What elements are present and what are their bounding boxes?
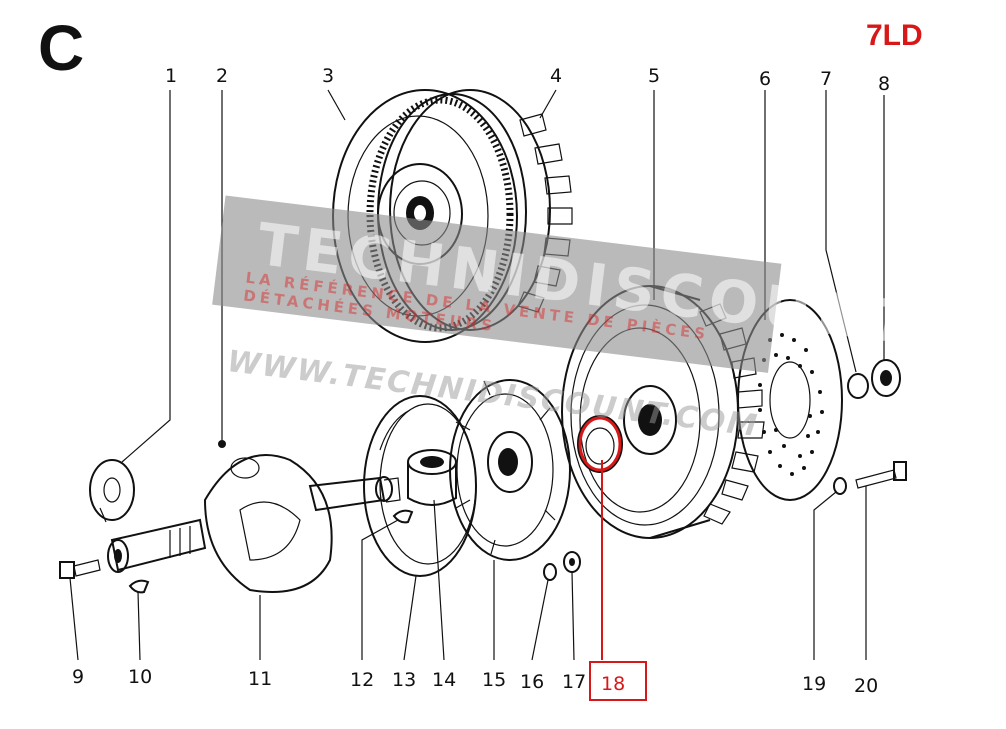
section-letter: C bbox=[38, 12, 84, 84]
callout-2: 2 bbox=[216, 65, 228, 87]
nut-17-drawing bbox=[563, 551, 581, 573]
seal-18-drawing bbox=[577, 415, 623, 473]
callout-5: 5 bbox=[648, 65, 660, 87]
callout-9: 9 bbox=[72, 666, 84, 688]
nut-8-drawing bbox=[871, 359, 901, 397]
callout-19: 19 bbox=[802, 673, 826, 695]
callout-18: 18 bbox=[601, 673, 625, 695]
bushing-drawing bbox=[407, 449, 457, 506]
callout-3: 3 bbox=[322, 65, 334, 87]
callout-16: 16 bbox=[520, 671, 544, 693]
watermark-band bbox=[212, 195, 782, 373]
washer-16-drawing bbox=[543, 563, 557, 581]
bolt-20-drawing bbox=[855, 461, 907, 489]
callout-14: 14 bbox=[432, 669, 456, 691]
callout-13: 13 bbox=[392, 669, 416, 691]
model-tag: 7LD bbox=[866, 19, 923, 52]
screw-9-drawing bbox=[59, 559, 101, 579]
callout-1: 1 bbox=[165, 65, 177, 87]
callout-11: 11 bbox=[248, 668, 272, 690]
callout-20: 20 bbox=[854, 675, 878, 697]
callout-4: 4 bbox=[550, 65, 562, 87]
pin-2-drawing bbox=[218, 440, 226, 448]
highlight-ring-18 bbox=[578, 416, 622, 472]
callout-7: 7 bbox=[820, 68, 832, 90]
washer-7-drawing bbox=[847, 373, 869, 399]
washer-1-drawing bbox=[89, 459, 135, 523]
plate-drawing bbox=[363, 395, 477, 577]
callout-12: 12 bbox=[350, 669, 374, 691]
crankshaft-drawing bbox=[107, 454, 401, 593]
callout-labels: 1 2 3 4 5 6 7 8 9 10 11 12 13 14 15 16 1… bbox=[72, 65, 890, 701]
washer-19-drawing bbox=[833, 477, 847, 495]
callout-6: 6 bbox=[759, 68, 771, 90]
callout-15: 15 bbox=[482, 669, 506, 691]
highlight-box-18 bbox=[589, 661, 647, 701]
callout-10: 10 bbox=[128, 666, 152, 688]
callout-17: 17 bbox=[562, 671, 586, 693]
key-10-drawing bbox=[128, 579, 150, 594]
callout-8: 8 bbox=[878, 73, 890, 95]
